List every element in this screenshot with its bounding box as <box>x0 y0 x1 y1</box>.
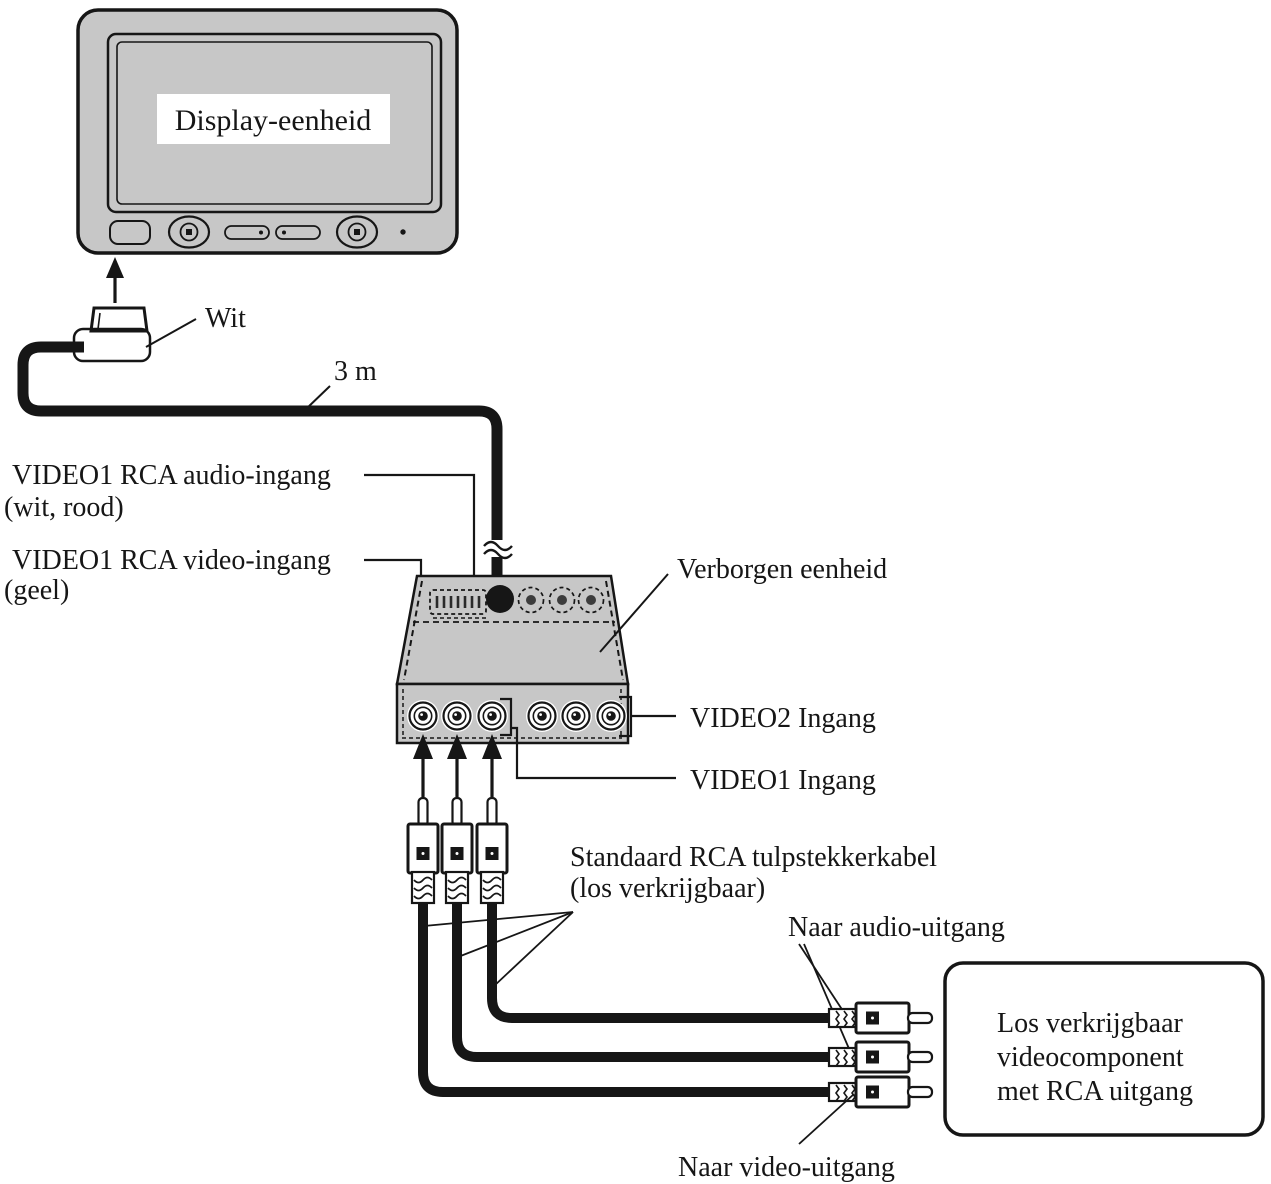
arrow-up-jack3 <box>482 734 502 797</box>
upright-rca-plugs <box>406 796 509 905</box>
video2-input-label: VIDEO2 Ingang <box>690 703 876 734</box>
horizontal-rca-plug-middle <box>827 1040 934 1074</box>
display-cable-connector <box>72 306 152 363</box>
cable-length-callout: 3 m <box>304 356 377 411</box>
display-knob-left <box>167 215 211 249</box>
rca-cable-label-line1: Standaard RCA tulpstekkerkabel <box>570 842 937 873</box>
arrow-up-jack2 <box>447 734 467 797</box>
rca-cord-2 <box>452 900 830 1062</box>
video1-leader-line <box>511 726 676 780</box>
hidden-unit-top-connectors <box>429 585 605 619</box>
video1-audio-input-label-line2: (wit, rood) <box>4 492 124 523</box>
rca-cable-label-line2: (los verkrijgbaar) <box>570 873 765 904</box>
video1-audio-input-callout: VIDEO1 RCA audio-ingang (wit, rood) <box>4 460 494 701</box>
horizontal-rca-plugs <box>827 1001 934 1109</box>
connector-color-callout: Wit <box>145 303 246 348</box>
rca-jack-video2-2 <box>560 700 592 732</box>
video-output-label: Naar video-uitgang <box>678 1152 895 1183</box>
rca-jack-video1-3 <box>476 700 508 732</box>
video1-video-input-label-line1: VIDEO1 RCA video-ingang <box>12 545 331 576</box>
wit-leader-line <box>145 318 197 348</box>
video1-video-input-label-line2: (geel) <box>4 575 69 606</box>
rca-cord-3 <box>487 900 832 1023</box>
round-top-connectors <box>517 586 605 614</box>
display-rocker-left <box>224 225 270 240</box>
component-box-outline <box>943 961 1265 1137</box>
video1-bracket <box>500 697 513 737</box>
rca-cord-1 <box>418 900 832 1097</box>
component-box-label-line1: Los verkrijgbaar <box>997 1008 1183 1039</box>
audio-output-callout: Naar audio-uitgang <box>788 912 1005 1052</box>
display-unit-label: Display-eenheid <box>175 104 372 137</box>
cable-length-leader-line <box>304 385 331 411</box>
hidden-unit <box>395 574 630 745</box>
cable-length-label: 3 m <box>334 356 377 387</box>
rca-cords <box>418 900 832 1097</box>
video-output-callout: Naar video-uitgang <box>678 1093 895 1183</box>
plug-arrows <box>413 734 502 797</box>
rca-jack-video2-1 <box>526 700 558 732</box>
display-button <box>109 220 151 245</box>
connector-body <box>72 327 152 363</box>
rocker-left-dot <box>259 230 263 235</box>
rca-jack-video1-1 <box>407 700 439 732</box>
horizontal-rca-plug-bottom <box>827 1075 934 1109</box>
cable-break-mark <box>483 540 513 560</box>
component-box-label-line2: videocomponent <box>997 1042 1184 1073</box>
arrow-up-to-display <box>106 257 124 303</box>
display-rocker-right <box>275 225 321 240</box>
hidden-unit-label: Verborgen eenheid <box>677 554 887 585</box>
display-screen-outer-frame <box>106 32 443 214</box>
rocker-right-dot <box>282 230 286 235</box>
hidden-unit-top-face <box>395 574 630 686</box>
video-output-leader-line <box>798 1093 855 1145</box>
component-box-label-line3: met RCA uitgang <box>997 1076 1193 1107</box>
video1-input-label: VIDEO1 Ingang <box>690 765 876 796</box>
display-unit-label-box <box>157 94 390 144</box>
arrow-up-jack1 <box>413 734 433 797</box>
upright-rca-plug-1 <box>406 796 440 905</box>
hidden-unit-leader-line <box>599 573 669 653</box>
rca-cable-leader-lines <box>423 911 574 987</box>
connector-color-label: Wit <box>205 303 246 334</box>
display-unit: Display-eenheid <box>76 8 459 255</box>
video2-input-callout: VIDEO2 Ingang <box>619 695 876 738</box>
video-component-box: Los verkrijgbaar videocomponent met RCA … <box>943 961 1265 1137</box>
cable-entry-connector <box>486 585 514 613</box>
rca-jack-video2-3 <box>595 700 627 732</box>
rca-cable-callout: Standaard RCA tulpstekkerkabel (los verk… <box>423 842 937 987</box>
display-controls <box>109 215 406 249</box>
multipin-connector <box>429 589 487 615</box>
upright-rca-plug-3 <box>475 796 509 905</box>
display-power-led <box>400 229 406 235</box>
audio-output-label: Naar audio-uitgang <box>788 912 1005 943</box>
rca-jack-row <box>407 700 627 732</box>
display-screen <box>116 41 433 205</box>
video1-input-callout: VIDEO1 Ingang <box>500 697 876 796</box>
hidden-unit-callout: Verborgen eenheid <box>599 554 887 653</box>
video1-video-input-callout: VIDEO1 RCA video-ingang (geel) <box>4 545 423 700</box>
rca-jack-video1-2 <box>441 700 473 732</box>
display-knob-right <box>335 215 379 249</box>
upright-rca-plug-2 <box>440 796 474 905</box>
horizontal-rca-plug-top <box>827 1001 934 1035</box>
video1-audio-input-label-line1: VIDEO1 RCA audio-ingang <box>12 460 331 491</box>
